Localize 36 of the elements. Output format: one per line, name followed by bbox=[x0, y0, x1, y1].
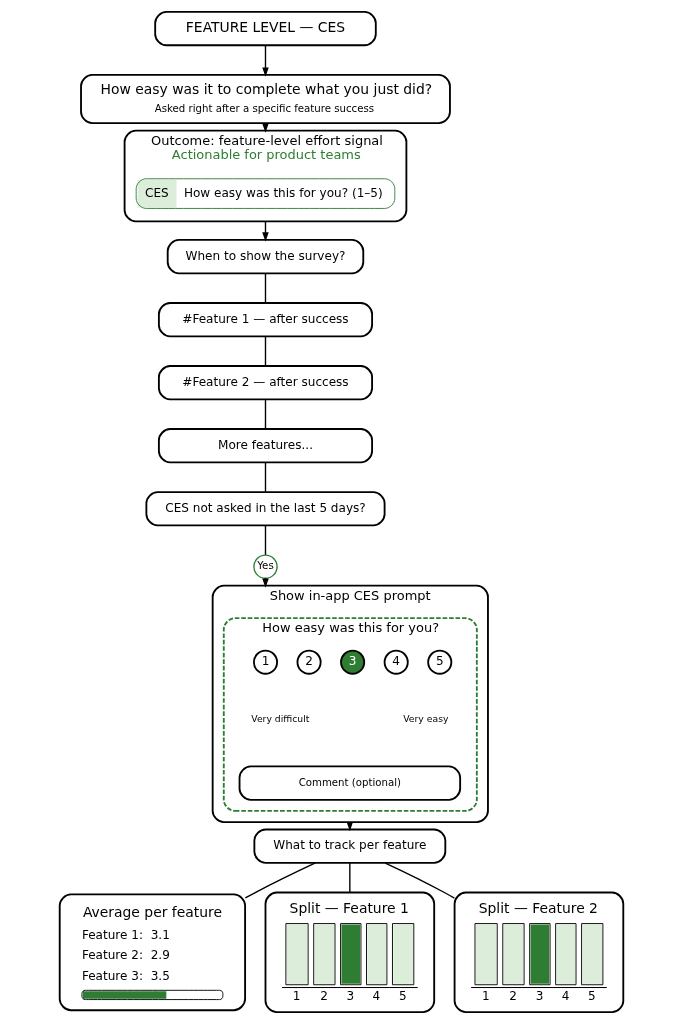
connector bbox=[244, 862, 316, 899]
node-box: When to show the survey? bbox=[166, 239, 364, 275]
connector bbox=[264, 272, 266, 304]
label: 3 bbox=[535, 988, 543, 1003]
connector bbox=[264, 462, 266, 493]
node-circle: 4 bbox=[383, 649, 409, 675]
label: 1 bbox=[481, 988, 490, 1003]
node-box: Comment (optional) bbox=[238, 765, 461, 801]
label: Very easy bbox=[402, 713, 448, 725]
label: 4 bbox=[561, 988, 569, 1003]
node-box: FEATURE LEVEL — CES bbox=[153, 11, 377, 47]
node-box: #Feature 1 — after success bbox=[157, 302, 373, 338]
label: 2 bbox=[319, 988, 328, 1003]
node-box: Average per feature Feature 1: 3.1 Feature 2: 2.9 Feature 3: 3.5 bbox=[58, 893, 246, 1012]
node-circle: 2 bbox=[296, 649, 322, 675]
node-circle: 1 bbox=[252, 649, 278, 675]
arrow bbox=[261, 44, 269, 77]
node-box: What to track per feature bbox=[252, 828, 446, 864]
label: 1 bbox=[292, 988, 301, 1003]
node-box: CES not asked in the last 5 days? bbox=[144, 491, 386, 527]
node-box: More features... bbox=[157, 428, 373, 464]
label: 2 bbox=[508, 988, 517, 1003]
node-box: #Feature 2 — after success bbox=[157, 365, 373, 401]
label: 5 bbox=[587, 988, 596, 1003]
label: 4 bbox=[372, 988, 380, 1003]
label: 3 bbox=[346, 988, 354, 1003]
connector bbox=[348, 862, 351, 893]
connector bbox=[264, 335, 266, 367]
node-circle: 5 bbox=[426, 649, 452, 675]
connector bbox=[264, 524, 266, 556]
node-circle: 3 bbox=[339, 649, 365, 675]
connector bbox=[264, 399, 266, 430]
connector bbox=[384, 862, 455, 899]
label: Very difficult bbox=[250, 713, 309, 725]
arrow bbox=[261, 577, 269, 588]
label: 5 bbox=[398, 988, 407, 1003]
